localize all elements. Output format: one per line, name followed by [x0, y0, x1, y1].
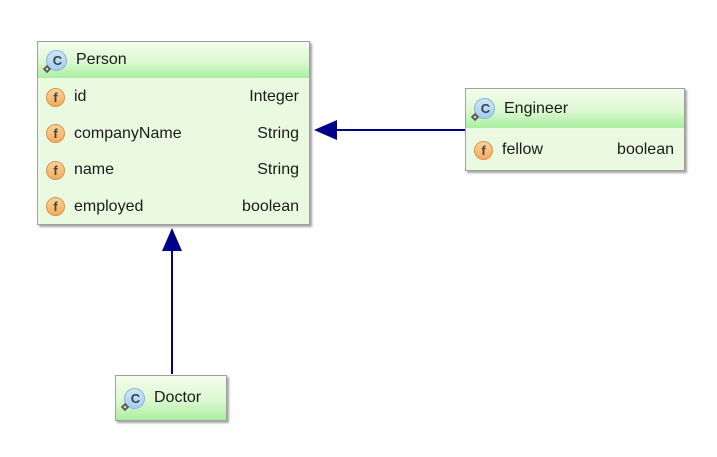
field-type: Integer	[249, 88, 299, 106]
field-row[interactable]: f companyName String	[38, 116, 309, 153]
field-name: companyName	[74, 124, 182, 142]
class-header[interactable]: C Doctor	[116, 376, 226, 420]
field-name: fellow	[502, 141, 543, 158]
field-icon: f	[46, 87, 65, 107]
inheritance-arrowhead	[162, 228, 182, 251]
field-row[interactable]: f id Integer	[38, 79, 309, 116]
field-icon: f	[474, 140, 493, 160]
field-type: String	[257, 124, 299, 142]
class-name: Doctor	[154, 389, 202, 406]
class-name: Engineer	[504, 99, 569, 117]
field-type: String	[257, 161, 299, 179]
diamond-icon	[470, 112, 480, 122]
class-header[interactable]: C Person	[38, 42, 309, 79]
field-row[interactable]: f employed boolean	[38, 189, 309, 226]
field-icon: f	[46, 124, 65, 144]
class-name: Person	[76, 51, 127, 68]
field-icon: f	[46, 160, 65, 180]
inheritance-arrow-engineer-to-person[interactable]	[314, 120, 465, 140]
field-icon: f	[46, 197, 65, 217]
field-type: boolean	[242, 197, 299, 215]
field-name: id	[74, 88, 87, 106]
class-icon: C	[120, 387, 145, 411]
class-box-doctor[interactable]: C Doctor	[115, 375, 227, 421]
diamond-icon	[120, 402, 130, 411]
field-type: boolean	[617, 141, 674, 158]
class-box-engineer[interactable]: C Engineer f fellow boolean	[465, 88, 685, 171]
field-name: name	[74, 161, 115, 179]
class-icon: C	[470, 98, 495, 122]
field-row[interactable]: f name String	[38, 152, 309, 189]
class-box-person[interactable]: C Person f id Integer f companyName Stri…	[37, 41, 310, 225]
field-name: employed	[74, 197, 144, 215]
field-row[interactable]: f fellow boolean	[466, 129, 684, 171]
diamond-icon	[42, 64, 52, 73]
inheritance-arrow-doctor-to-person[interactable]	[162, 228, 182, 374]
class-icon: C	[42, 49, 67, 73]
class-header[interactable]: C Engineer	[466, 89, 684, 129]
inheritance-arrowhead	[314, 120, 337, 140]
